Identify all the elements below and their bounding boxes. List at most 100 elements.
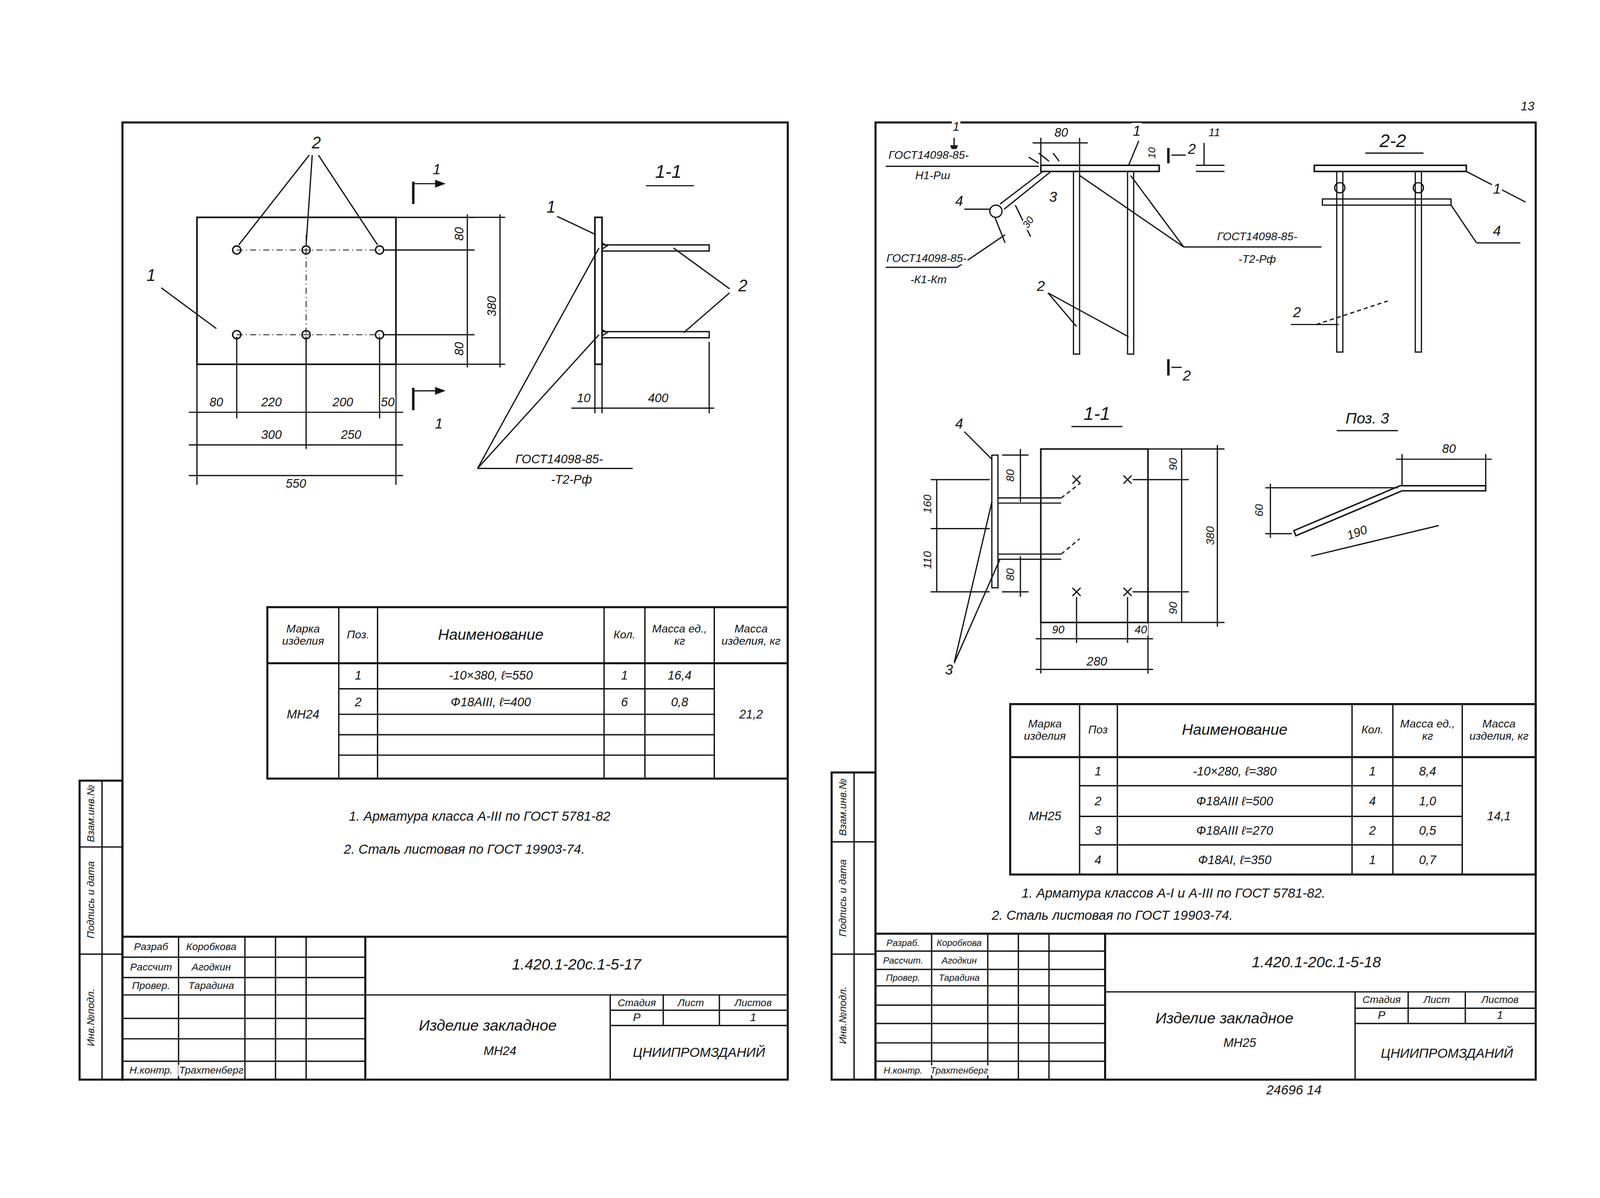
drawing-label: Тарадина: [187, 980, 235, 992]
drawing-label: 30: [1020, 214, 1038, 232]
drawing-label: 50: [380, 395, 396, 410]
drawing-label: 380: [1204, 525, 1217, 547]
drawing-label: Масса ед., кг: [647, 622, 711, 648]
drawing-label: ГОСТ14098-85-: [514, 452, 605, 467]
drawing-label: Поз: [1087, 723, 1109, 736]
drawing-label: Инв.№подл.: [837, 985, 849, 1046]
drawing-label: Рассчит.: [882, 955, 925, 966]
drawing-label: Изделие закладное: [1154, 1009, 1295, 1027]
left-part-views: [161, 155, 730, 486]
drawing-label: 1,0: [1418, 794, 1438, 809]
drawing-label: Изделие закладное: [418, 1017, 558, 1034]
drawing-label: Лист: [676, 997, 705, 1010]
drawing-label: -Т2-Рф: [1237, 252, 1277, 266]
drawing-label: Ф18АI, ℓ=350: [1197, 853, 1273, 867]
drawing-label: 1.420.1-20с.1-5-18: [1250, 953, 1382, 971]
drawing-label: Ф18АIII ℓ=270: [1195, 823, 1275, 838]
drawing-label: Подпись и дата: [85, 860, 97, 940]
drawing-label: ЦНИИПРОМЗДАНИЙ: [631, 1044, 767, 1060]
drawing-label: 24696 14: [1265, 1082, 1323, 1098]
drawing-label: Листов: [1480, 994, 1520, 1006]
drawing-label: МН25: [1027, 809, 1062, 824]
right-part-views: [885, 137, 1526, 674]
drawing-label: Инв.№подл.: [85, 987, 97, 1048]
drawing-label: 2: [737, 276, 749, 296]
drawing-label: 1. Арматура классов А-I и А-III по ГОСТ …: [1020, 885, 1327, 900]
drawing-label: 0,8: [670, 695, 690, 710]
drawing-label: 1: [748, 1011, 758, 1024]
drawing-label: 14,1: [1485, 809, 1512, 824]
drawing-label: Лист: [1422, 994, 1451, 1006]
drawing-label: Наименование: [1180, 721, 1289, 739]
drawing-label: Разраб: [133, 941, 169, 953]
drawing-label: 2. Сталь листовая по ГОСТ 19903-74.: [342, 841, 586, 857]
drawing-label: 400: [647, 391, 670, 405]
drawing-label: 1: [145, 266, 157, 285]
drawing-label: 40: [1133, 623, 1148, 636]
drawing-label: Коробкова: [185, 941, 238, 953]
drawing-label: 1-1: [654, 161, 683, 182]
drawing-label: 1: [951, 119, 961, 134]
drawing-label: 2. Сталь листовая по ГОСТ 19903-74.: [990, 908, 1234, 923]
drawing-label: Провер.: [131, 980, 172, 992]
drawing-label: Масса ед., кг: [1395, 717, 1459, 743]
drawing-label: 2: [310, 133, 322, 153]
drawing-label: 1: [1491, 180, 1502, 197]
drawing-label: 80: [1053, 125, 1069, 140]
drawing-label: 80: [452, 225, 467, 242]
drawing-label: Р: [632, 1011, 642, 1024]
drawing-label: 160: [921, 494, 934, 515]
drawing-label: 1.420.1-20с.1-5-17: [510, 956, 643, 973]
drawing-label: Агодкин: [940, 955, 978, 966]
drawing-label: МН24: [482, 1044, 518, 1058]
drawing-label: -Т2-Рф: [550, 472, 593, 487]
drawing-label: 80: [208, 395, 224, 410]
drawing-label: Ф18АIII ℓ=500: [1195, 794, 1275, 809]
drawing-label: 2: [1291, 304, 1302, 321]
drawing-label: ГОСТ14098-85-: [1216, 230, 1299, 243]
drawing-label: 1: [545, 198, 557, 217]
drawing-label: 2: [1093, 794, 1103, 809]
drawing-label: Масса изделия, кг: [716, 622, 786, 648]
drawing-label: 1: [1131, 122, 1142, 139]
drawing-label: 1: [1368, 853, 1377, 867]
drawing-label: 80: [452, 341, 467, 357]
drawing-label: 13: [1519, 99, 1536, 114]
drawing-label: 2: [353, 695, 363, 710]
drawing-label: 90: [1167, 601, 1180, 616]
drawing-label: 280: [1085, 654, 1109, 669]
drawing-label: Н.контр.: [882, 1065, 924, 1076]
drawing-label: 16,4: [666, 668, 693, 683]
drawing-label: 200: [331, 395, 354, 410]
drawing-label: 1: [1495, 1009, 1505, 1022]
drawing-label: Разраб.: [885, 938, 921, 948]
drawing-label: 3: [943, 661, 954, 678]
drawing-label: Кол.: [1360, 723, 1385, 736]
drawing-label: Ф18АIII, ℓ=400: [449, 695, 532, 710]
sheet-frames: [79, 122, 1536, 1081]
drawing-label: 2: [1368, 823, 1377, 838]
drawing-label: 2-2: [1378, 130, 1408, 152]
drawing-label: Кол.: [612, 628, 637, 641]
drawing-label: -К1-Кт: [909, 273, 948, 286]
drawing-label: ГОСТ14098-85-: [887, 148, 970, 162]
drawing-label: Наименование: [437, 626, 545, 643]
drawing-label: Коробкова: [935, 938, 983, 948]
drawing-label: ГОСТ14098-85-: [885, 252, 968, 265]
drawing-label: 1: [1368, 764, 1377, 779]
drawing-label: Поз. 3: [1344, 409, 1391, 427]
drawing-label: МН24: [285, 707, 321, 722]
drawing-label: Р: [1376, 1009, 1387, 1022]
drawing-label: 60: [1252, 503, 1266, 518]
drawing-label: 80: [1441, 442, 1457, 456]
drawing-label: 6: [620, 695, 629, 710]
drawing-label: 90: [1051, 623, 1066, 636]
drawing-label: 1: [1093, 764, 1103, 779]
drawing-label: 3: [1093, 823, 1103, 838]
drawing-label: 1. Арматура класса А-III по ГОСТ 5781-82: [347, 809, 612, 824]
drawing-label: 3: [1048, 189, 1059, 205]
drawing-label: 21,2: [738, 707, 764, 722]
drawing-label: Подпись и дата: [837, 858, 849, 938]
drawing-label: 250: [339, 428, 362, 442]
